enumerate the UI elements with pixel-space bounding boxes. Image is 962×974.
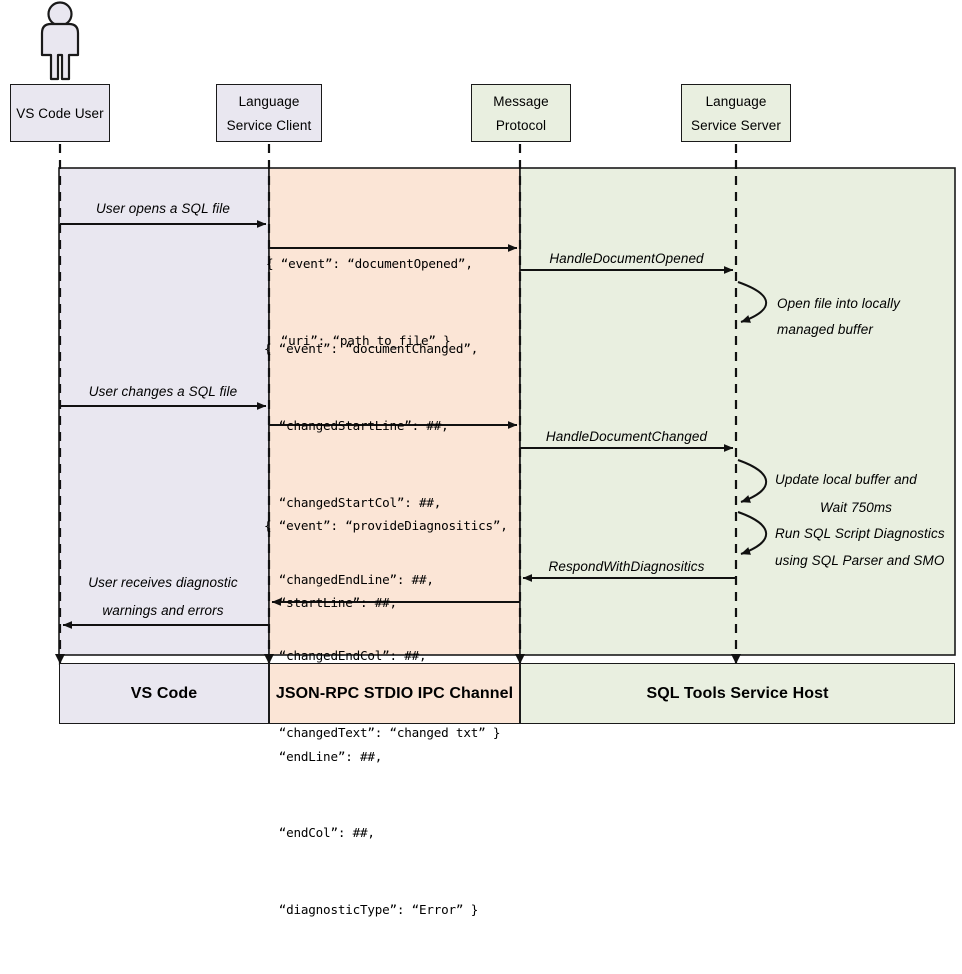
payload-line: “endLine”: ##, [264,748,383,764]
payload-line: “endCol”: ##, [264,825,375,841]
participant-language-service-client[interactable]: Language Service Client [216,84,322,142]
payload-line: “startLine”: ##, [264,594,397,610]
footer-vs-code[interactable]: VS Code [59,663,269,724]
participant-vs-code-user[interactable]: VS Code User [10,84,110,142]
message-label-handle-document-changed: HandleDocumentChanged [545,429,708,444]
footer-label: VS Code [130,684,198,702]
participant-label-line2: Protocol [495,117,547,133]
participant-label-line1: Language [238,93,300,109]
self-note-update-buffer-line1: Update local buffer and [775,472,917,487]
band-ipc-channel [268,167,521,656]
message-label-respond-with-diagnositics: RespondWithDiagnositics [548,559,705,574]
lifelines [58,144,738,668]
terminator-language-service-server [731,654,741,664]
payload-line: “changedEndLine”: ##, [264,571,434,587]
band-service-host [519,167,956,656]
participant-label-line2: Service Server [691,117,781,133]
participant-label-line1: Language [705,93,767,109]
message-label-user-opens-sql-file: User opens a SQL file [96,201,230,216]
payload-line: “diagnosticType”: “Error” } [264,902,479,918]
participant-label-line1: VS Code User [16,105,104,121]
band-vs-code [58,167,270,656]
self-note-run-diagnostics-line1: Run SQL Script Diagnostics [775,526,945,541]
footer-ipc-channel[interactable]: JSON-RPC STDIO IPC Channel [269,663,520,724]
participant-label-line1: Message [493,93,549,109]
footer-label: JSON-RPC STDIO IPC Channel [275,684,514,702]
actor-figure [40,1,80,81]
footer-terminators [55,654,741,664]
terminator-vs-code-user [55,654,65,664]
message-label-handle-document-opened: HandleDocumentOpened [549,251,704,266]
message-label-user-receives-diagnostics-line1: User receives diagnostic [88,575,238,590]
footer-service-host[interactable]: SQL Tools Service Host [520,663,955,724]
self-note-update-buffer-line2: Wait 750ms [820,500,893,515]
payload-line: { “event”: “documentOpened”, [266,256,473,272]
payload-line: “changedStartLine”: ##, [264,417,449,433]
participant-label-line2: Service Client [226,117,312,133]
payload-line: { “event”: “provideDiagnositics”, [264,518,508,534]
self-note-open-file-line2: managed buffer [777,322,873,337]
self-loop-run-diagnostics [737,511,768,555]
diagram-canvas [40,1,956,668]
self-note-open-file-line1: Open file into locally [777,296,901,311]
message-arrows [60,220,736,629]
self-loop-arrows [737,281,768,555]
payload-line: “changedStartCol”: ##, [264,494,442,510]
self-loop-open-file [737,281,768,323]
footer-label: SQL Tools Service Host [646,684,829,702]
terminator-message-protocol [515,654,525,664]
payload-document-opened: { “event”: “documentOpened”, “uri”: “pat… [266,200,473,405]
sequence-diagram: VS Code User Language Service Client Mes… [10,1,956,917]
self-loop-update-buffer [737,459,768,503]
payload-line: “uri”: “path_to_file” } [266,332,451,348]
terminator-language-service-client [264,654,274,664]
participant-language-service-server[interactable]: Language Service Server [681,84,791,142]
message-label-user-changes-sql-file: User changes a SQL file [88,384,238,399]
message-label-user-receives-diagnostics-line2: warnings and errors [102,603,224,618]
swimlane-bands [58,167,956,656]
payload-line: { “event”: “documentChanged”, [264,341,479,357]
self-note-run-diagnostics-line2: using SQL Parser and SMO [775,553,945,568]
payload-line: “changedEndCol”: ##, [264,648,427,664]
participant-message-protocol[interactable]: Message Protocol [471,84,571,142]
